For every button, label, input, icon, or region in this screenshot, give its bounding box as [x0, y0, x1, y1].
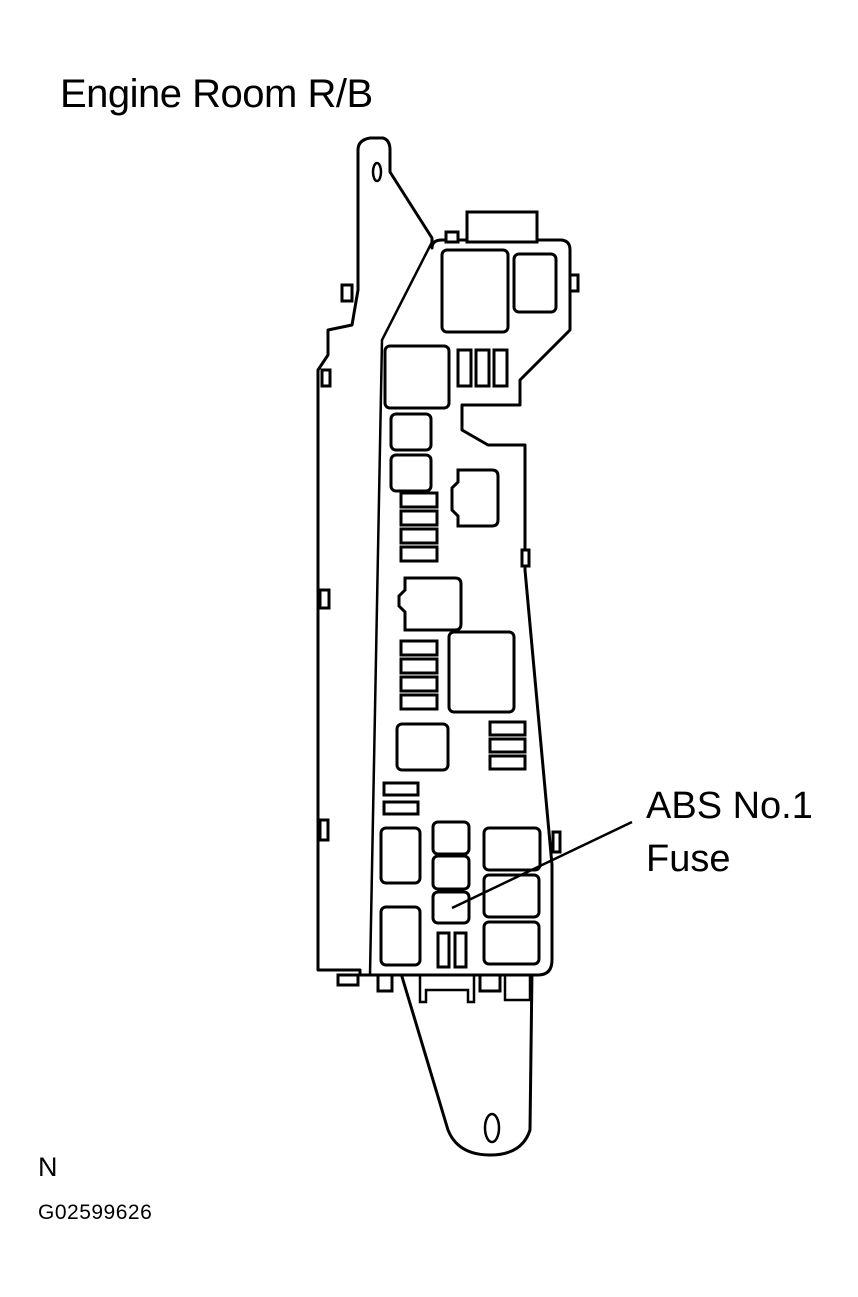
fuse-slot: [399, 545, 439, 563]
fuse-cavity: [389, 412, 433, 452]
fuse-slot: [453, 931, 468, 969]
side-tab: [568, 273, 580, 293]
bottom-tab: [478, 973, 502, 993]
fuse-cavity: [389, 453, 433, 493]
relay-cavity: [379, 826, 422, 885]
relay-cavity: [440, 248, 510, 334]
fuse-slot: [474, 348, 491, 388]
fuse-slot: [488, 737, 527, 754]
fuse-slot: [456, 348, 473, 388]
fuse-slot: [399, 509, 439, 527]
lower-mount-hole: [483, 1112, 501, 1144]
side-tab: [320, 368, 332, 388]
relay-cavity: [482, 873, 541, 919]
bottom-tab: [336, 973, 360, 987]
fuse-cavity: [431, 854, 471, 891]
relay-cavity: [447, 630, 516, 714]
fuse-slot: [382, 781, 420, 797]
side-tab: [340, 283, 354, 303]
footer-letter: N: [38, 1152, 58, 1182]
bottom-clip: [418, 975, 476, 1004]
relay-cavity: [383, 344, 451, 410]
relay-cavity: [512, 252, 558, 314]
bottom-clip: [503, 975, 532, 1002]
fuse-slot: [399, 527, 439, 545]
upper-mount-hole: [371, 161, 383, 183]
relay-cavity-notched: [397, 576, 463, 632]
relay-cavity: [379, 905, 422, 967]
top-latch: [444, 230, 460, 244]
diagram-title: Engine Room R/B: [60, 72, 373, 116]
fuse-slot: [399, 675, 439, 693]
fuse-slot: [436, 931, 451, 969]
side-tab: [318, 818, 330, 842]
relay-cavity: [482, 920, 541, 966]
abs-no1-fuse-cavity: [431, 890, 471, 925]
side-tab: [318, 588, 331, 610]
figure-id: G02599626: [38, 1201, 153, 1224]
fuse-cavity: [431, 820, 471, 856]
fuse-slot: [492, 348, 509, 388]
fuse-slot: [399, 657, 439, 675]
fuse-slot: [382, 800, 420, 816]
abs-fuse-callout: ABS No.1 Fuse: [646, 780, 813, 886]
callout-leader-line: [451, 820, 633, 910]
relay-cavity: [482, 826, 542, 872]
relay-cavity-notched: [450, 468, 500, 528]
side-tab: [551, 830, 562, 854]
lower-bracket: [398, 968, 534, 1157]
fuse-slot: [399, 639, 439, 657]
bottom-tab: [376, 973, 394, 993]
fuse-slot: [399, 693, 439, 711]
callout-line-1: ABS No.1: [646, 785, 813, 827]
fuse-slot: [399, 491, 439, 509]
callout-line-2: Fuse: [646, 838, 731, 880]
fuse-slot: [488, 754, 527, 771]
housing-ridge: [368, 241, 434, 976]
fuse-slot: [488, 720, 527, 737]
top-connector: [465, 210, 539, 244]
side-tab: [520, 548, 531, 568]
fuse-cavity: [395, 722, 450, 772]
